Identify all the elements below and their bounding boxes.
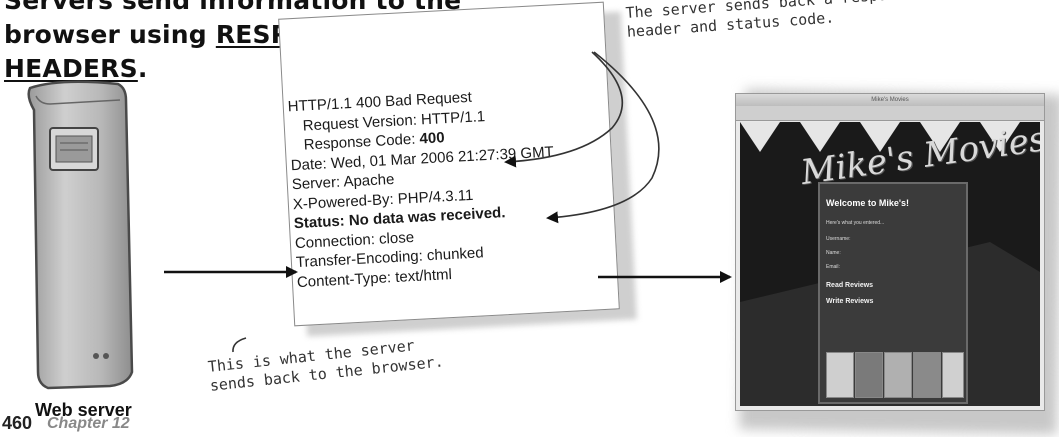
- browser-window: Mike's Movies Mike's Movies Welcome to M…: [735, 93, 1045, 411]
- heading-line-2-prefix: browser using: [4, 20, 216, 49]
- movie-poster-1: [826, 352, 854, 398]
- read-reviews-link[interactable]: Read Reviews: [826, 282, 874, 289]
- intro-text: Here's what you entered...: [826, 220, 885, 226]
- web-server-label: Web server: [35, 400, 132, 420]
- welcome-heading: Welcome to Mike's!: [826, 198, 909, 208]
- movie-poster-5: [942, 352, 964, 398]
- content-panel: Welcome to Mike's! Here's what you enter…: [818, 182, 968, 404]
- page-heading: Servers send information to the browser …: [4, 0, 464, 86]
- arrow-to-response-code: [504, 51, 624, 168]
- browser-toolbar: [736, 106, 1044, 121]
- movie-poster-4: [913, 352, 941, 398]
- heading-line-2-suffix: .: [137, 54, 148, 83]
- arrow-bottom-annotation: [232, 337, 247, 353]
- username-field-label: Username:: [826, 236, 851, 242]
- email-field-label: Email:: [826, 264, 840, 270]
- heading-line-1: Servers send information to the: [4, 0, 462, 15]
- page-number: 460: [2, 413, 33, 433]
- web-server-icon: [27, 80, 134, 390]
- movie-poster-2: [855, 352, 883, 398]
- heading-word-headers: HEADERS: [4, 54, 138, 83]
- name-field-label: Name:: [826, 250, 841, 256]
- browser-viewport: Mike's Movies Welcome to Mike's! Here's …: [740, 122, 1040, 406]
- arrow-to-status-header: [546, 51, 660, 224]
- chapter-label: Chapter 12: [47, 415, 130, 432]
- movie-poster-3: [884, 352, 912, 398]
- write-reviews-link[interactable]: Write Reviews: [826, 298, 874, 305]
- browser-titlebar: Mike's Movies: [736, 94, 1044, 106]
